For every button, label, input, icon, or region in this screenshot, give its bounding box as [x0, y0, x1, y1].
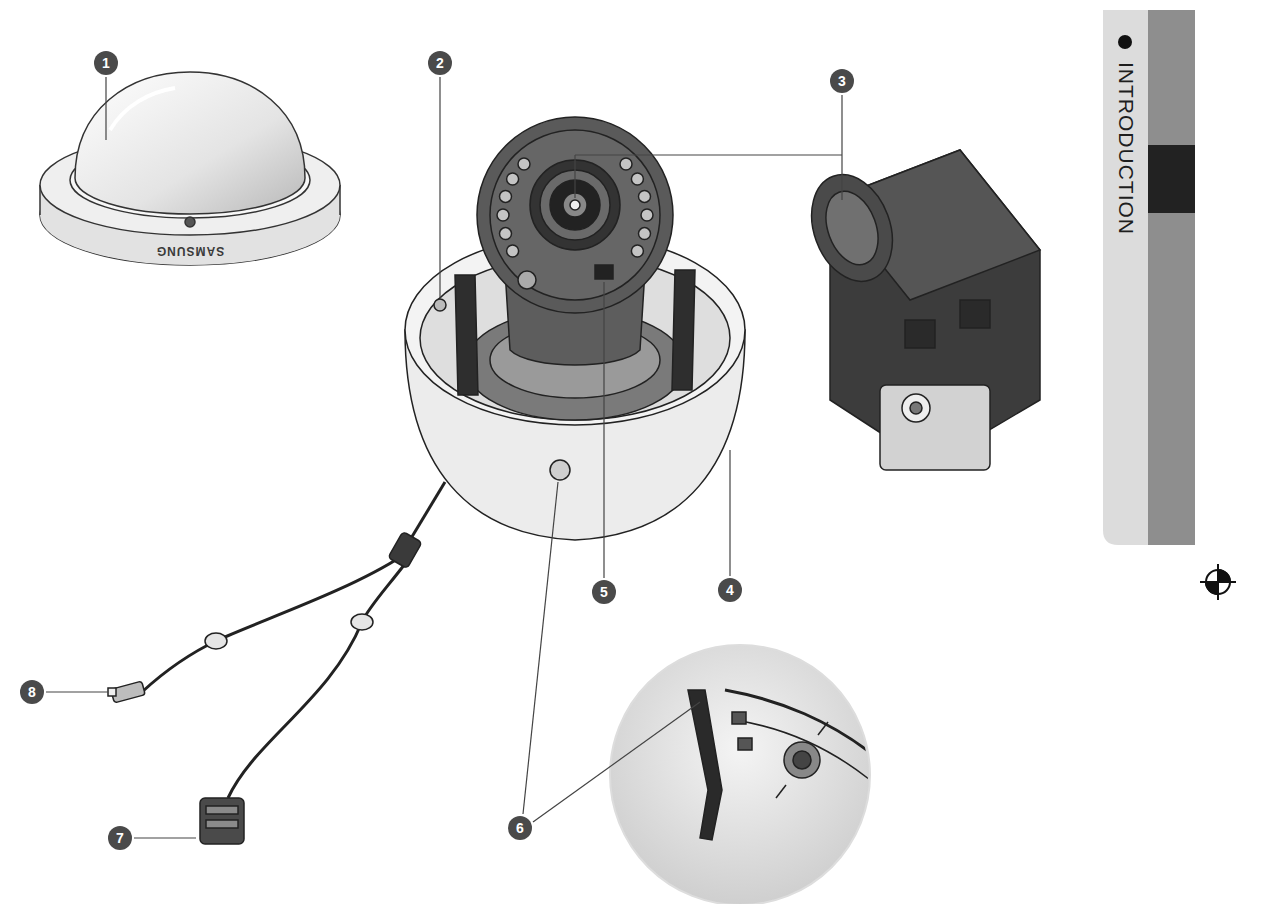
registration-mark	[1200, 564, 1236, 600]
callout-number: 1	[94, 51, 118, 75]
callout-number: 5	[592, 580, 616, 604]
camera-module	[797, 150, 1040, 470]
callout-number: 2	[428, 51, 452, 75]
detail-inset	[610, 645, 880, 904]
callout-number: 8	[20, 680, 44, 704]
section-tab-band: INTRODUCTION	[1103, 58, 1148, 528]
section-title: INTRODUCTION	[1114, 62, 1138, 235]
callout-number: 3	[830, 69, 854, 93]
leader-lines	[46, 77, 842, 838]
dome-cover	[40, 72, 340, 265]
camera-body	[405, 117, 745, 540]
cable-parts	[108, 532, 422, 844]
callout-number: 7	[108, 826, 132, 850]
callout-number: 4	[718, 578, 742, 602]
brand-text: SAMSUNG	[156, 244, 224, 258]
section-tab	[1103, 10, 1195, 545]
callout-number: 6	[508, 816, 532, 840]
cables	[142, 482, 445, 798]
